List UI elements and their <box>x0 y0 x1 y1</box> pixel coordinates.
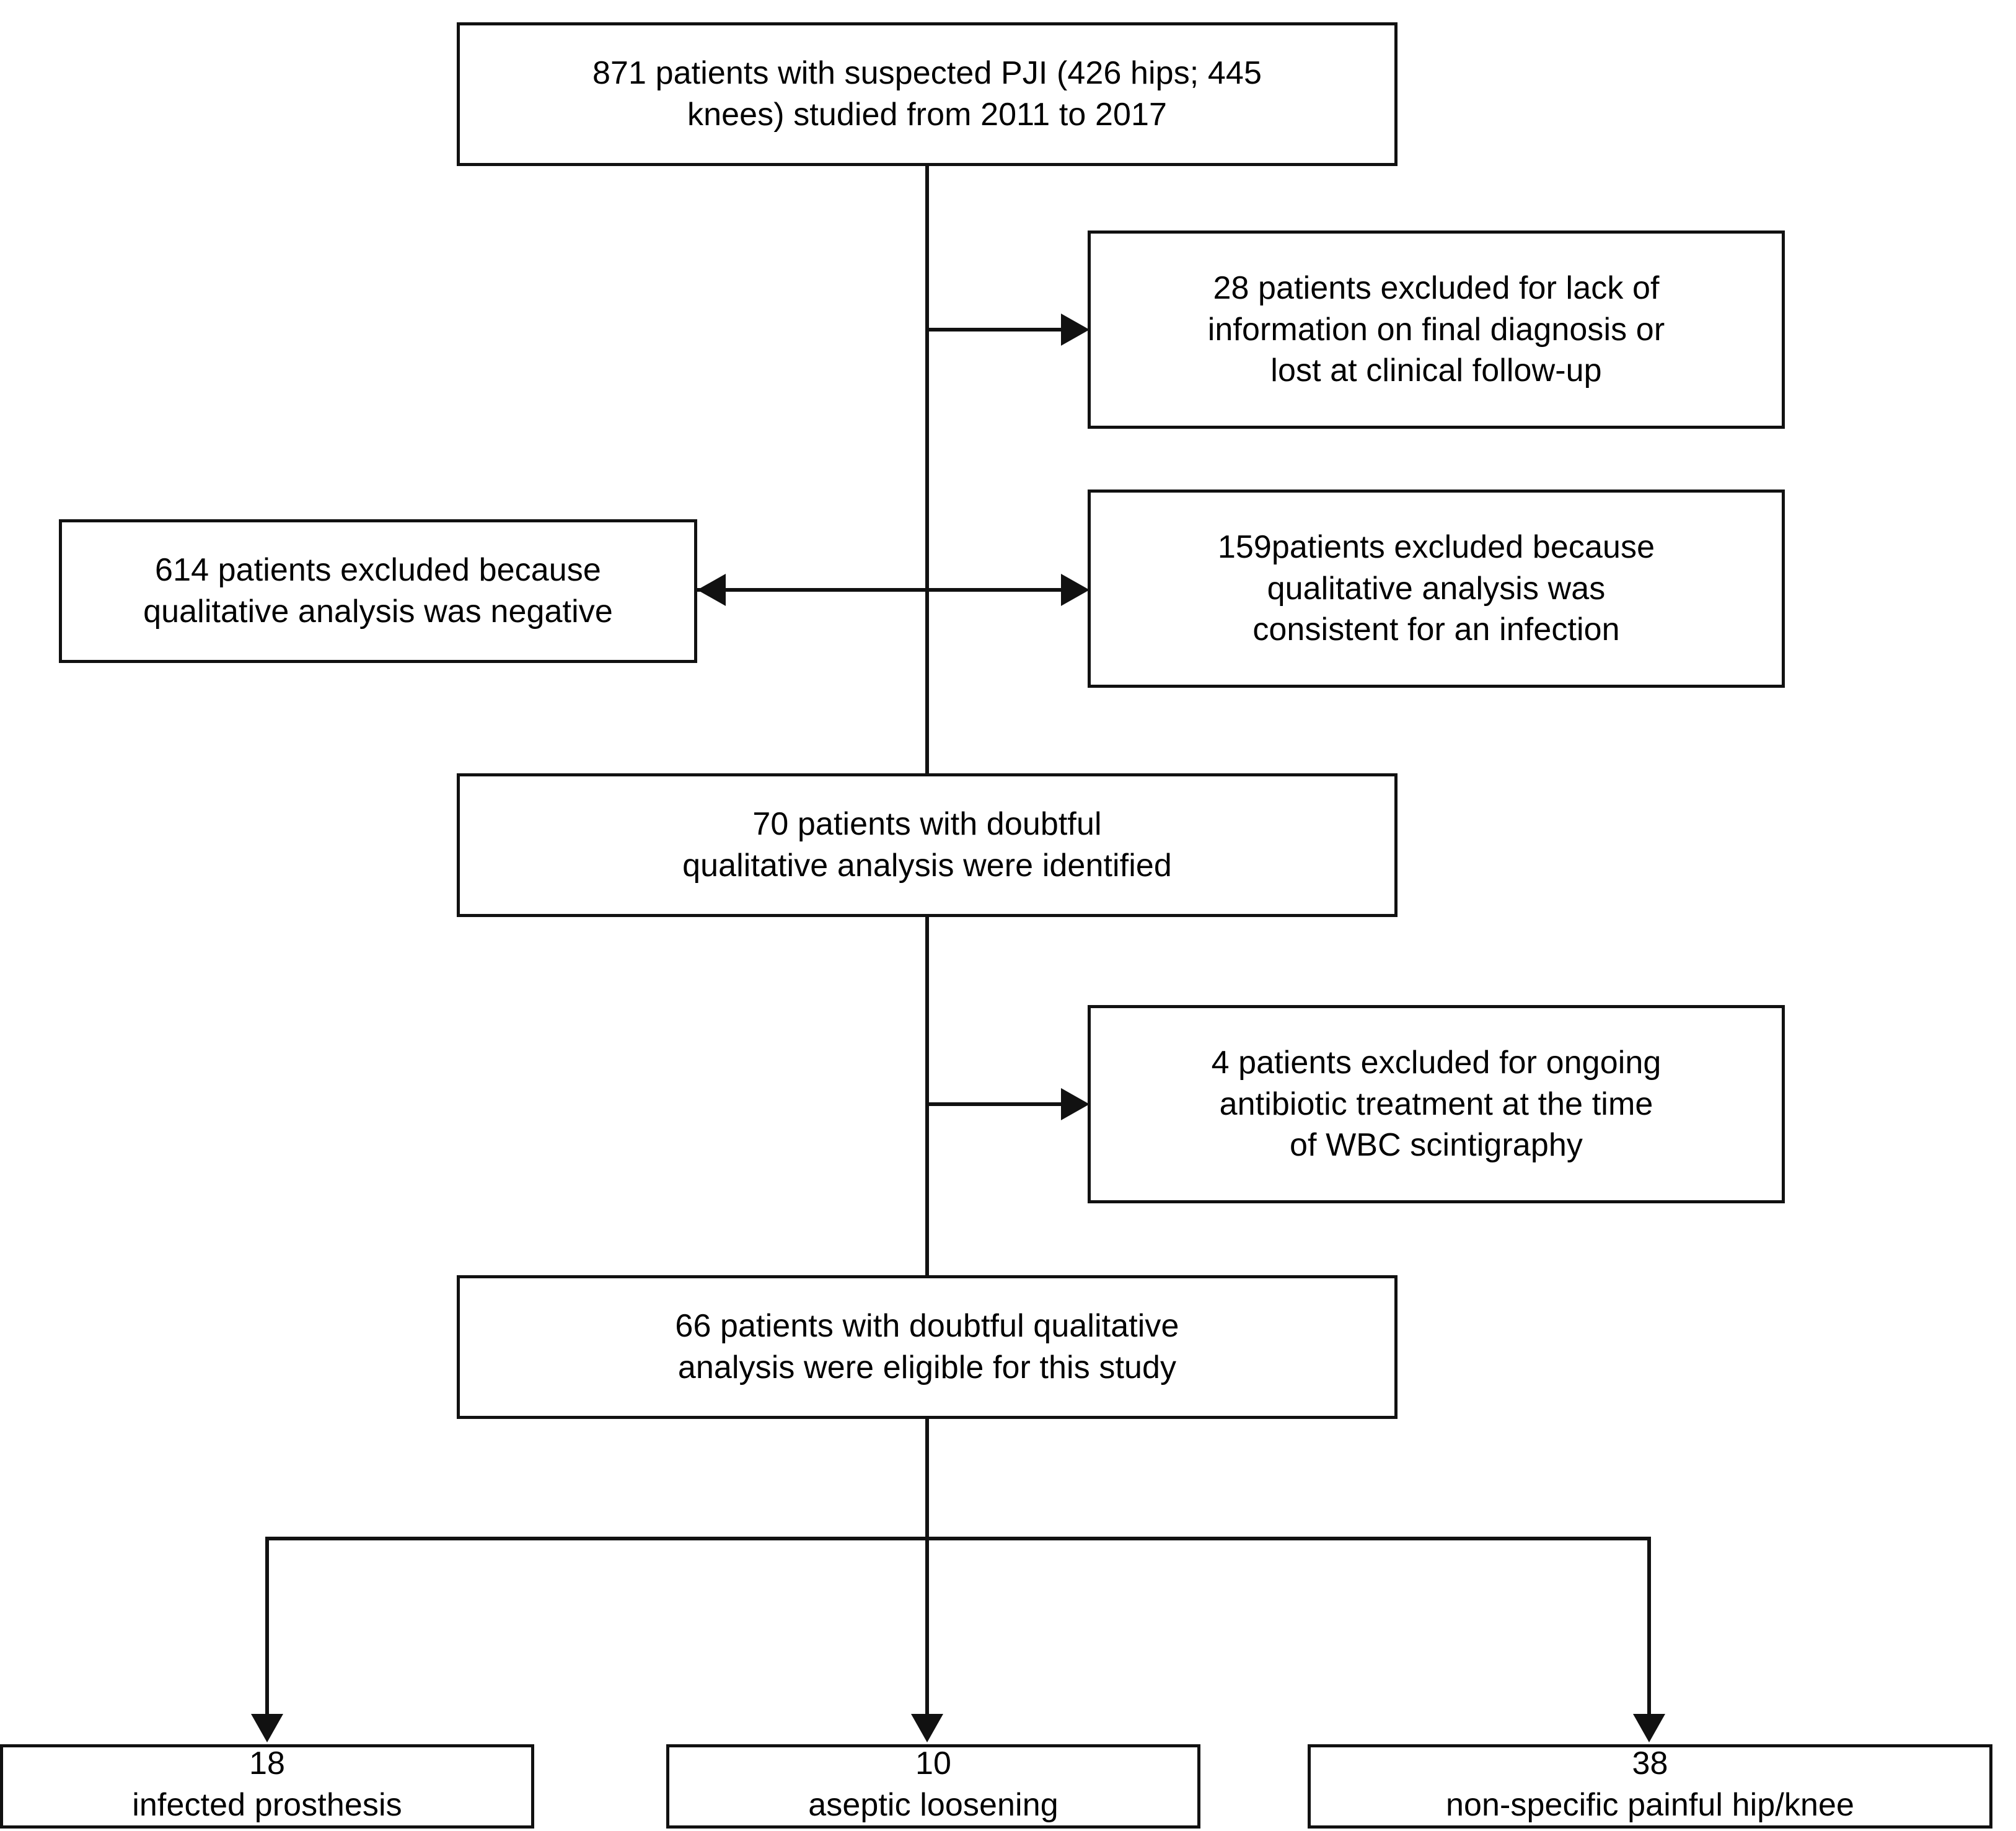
node-outcome-nonspecific-pain: 38 non-specific painful hip/knee <box>1308 1744 1992 1829</box>
node-source-population-text: 871 patients with suspected PJI (426 hip… <box>592 55 1262 133</box>
arrowhead-to-excluded-4 <box>1061 1088 1089 1120</box>
connector-spine-middle <box>925 917 929 1301</box>
arrowhead-to-outcome-infected <box>251 1714 283 1742</box>
node-excluded-4-text: 4 patients excluded for ongoing antibiot… <box>1211 1045 1662 1164</box>
connector-spine-lower <box>925 1419 929 1540</box>
node-doubtful-70-text: 70 patients with doubtful qualitative an… <box>682 806 1172 884</box>
connector-drop-middle <box>925 1537 929 1716</box>
connector-to-excluded-28 <box>927 328 1065 332</box>
connector-drop-left <box>265 1537 269 1716</box>
node-excluded-4: 4 patients excluded for ongoing antibiot… <box>1088 1005 1785 1203</box>
connector-drop-right <box>1647 1537 1651 1716</box>
node-excluded-159-text: 159patients excluded because qualitative… <box>1217 529 1655 648</box>
node-eligible-66: 66 patients with doubtful qualitative an… <box>457 1275 1398 1419</box>
connector-to-excluded-159 <box>927 588 1065 592</box>
node-eligible-66-text: 66 patients with doubtful qualitative an… <box>675 1308 1179 1385</box>
connector-spine-upper <box>925 166 929 804</box>
node-outcome-nonspecific-pain-text: 38 non-specific painful hip/knee <box>1445 1745 1855 1823</box>
arrowhead-to-excluded-28 <box>1061 314 1089 346</box>
connector-to-excluded-614 <box>697 588 929 592</box>
connector-to-excluded-4 <box>927 1102 1065 1106</box>
node-doubtful-70: 70 patients with doubtful qualitative an… <box>457 773 1398 917</box>
node-excluded-614-text: 614 patients excluded because qualitativ… <box>143 552 613 630</box>
node-outcome-infected-prosthesis-text: 18 infected prosthesis <box>132 1745 402 1823</box>
arrowhead-to-outcome-aseptic <box>911 1714 943 1742</box>
node-outcome-aseptic-loosening-text: 10 aseptic loosening <box>808 1745 1059 1823</box>
node-excluded-28: 28 patients excluded for lack of informa… <box>1088 231 1785 429</box>
node-source-population: 871 patients with suspected PJI (426 hip… <box>457 22 1398 166</box>
arrowhead-to-excluded-159 <box>1061 574 1089 606</box>
node-excluded-614: 614 patients excluded because qualitativ… <box>59 519 697 663</box>
arrowhead-to-excluded-614 <box>697 574 726 606</box>
arrowhead-to-outcome-nonspecific <box>1633 1714 1665 1742</box>
node-excluded-28-text: 28 patients excluded for lack of informa… <box>1207 270 1665 389</box>
connector-split-bar <box>268 1537 1651 1540</box>
node-outcome-infected-prosthesis: 18 infected prosthesis <box>0 1744 534 1829</box>
node-excluded-159: 159patients excluded because qualitative… <box>1088 490 1785 688</box>
node-outcome-aseptic-loosening: 10 aseptic loosening <box>666 1744 1200 1829</box>
